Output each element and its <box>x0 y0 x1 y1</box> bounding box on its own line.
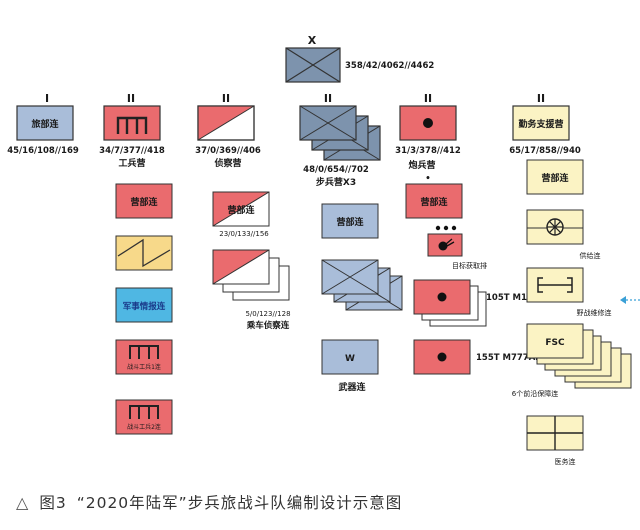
support-hq-label: 营部连 <box>541 172 569 184</box>
artillery-dot-mark: • <box>425 174 430 184</box>
artillery-hq-box <box>405 183 463 219</box>
weapons-company-symbol: W <box>345 354 355 364</box>
engineer-hq-box <box>115 183 173 219</box>
maintenance-wrench-icon <box>537 277 573 293</box>
infantry-battalion-column: II 48/0/654//702 步兵营X3 营部连 <box>299 92 403 393</box>
engineer-icon <box>129 405 159 419</box>
supply-company-box <box>526 209 584 245</box>
engineer-hq-label: 营部连 <box>130 196 158 208</box>
medical-company-name: 医务连 <box>555 457 576 466</box>
artillery-echelon-mark: II <box>424 92 432 105</box>
infantry-echelon-mark: II <box>324 92 332 105</box>
recon-troop-name: 乘车侦察连 <box>246 320 290 331</box>
fsc-name: 6个前沿保障连 <box>512 389 558 398</box>
org-chart: X 358/42/4062//4462 I 旅部连 45/16/108//169… <box>7 34 640 466</box>
brigade-unit: X 358/42/4062//4462 <box>285 34 434 83</box>
rifle-company-stack <box>321 259 403 311</box>
infantry-x-icon <box>285 47 341 83</box>
recon-battalion-column: II 37/0/369//406 侦察营 营部连 23/0/133//156 <box>195 92 290 331</box>
artillery-strength: 31/3/378//412 <box>395 146 461 156</box>
supply-wheel-icon <box>546 218 564 236</box>
brigade-strength: 358/42/4062//4462 <box>345 61 434 71</box>
infantry-battalion-stack <box>299 105 381 161</box>
artillery-dot-icon <box>437 292 447 302</box>
support-hq-box <box>526 159 584 195</box>
lightning-icon <box>117 238 171 268</box>
fsc-stack <box>526 323 632 389</box>
engineer-battalion-name: 工兵营 <box>118 157 145 169</box>
recon-hq-strength: 23/0/133//156 <box>219 230 269 238</box>
artillery-hq-label: 营部连 <box>420 196 448 208</box>
battery-105-stack <box>413 279 487 327</box>
weapons-company-name: 武器连 <box>338 381 366 393</box>
artillery-battalion-name: 炮兵营 <box>408 159 435 171</box>
weapons-company-box <box>321 339 379 375</box>
battery-155-label: 155T M777A2 <box>476 353 541 363</box>
infantry-strength: 48/0/654//702 <box>303 165 369 175</box>
fsc-label: FSC <box>545 338 565 348</box>
recon-troop-strength: 5/0/123//128 <box>245 310 290 318</box>
combat-engineer-2-label: 战斗工兵2连 <box>127 423 161 431</box>
artillery-battalion-column: II 31/3/378//412 炮兵营 • 营部连 目标获取排 105T M1… <box>395 92 551 375</box>
battery-105-label: 105T M119A3 <box>486 293 551 303</box>
infantry-battalion-name: 步兵营X3 <box>316 176 356 188</box>
maintenance-company-box <box>526 267 584 303</box>
infantry-hq-box <box>321 203 379 239</box>
intel-company-label: 军事情报连 <box>123 301 166 312</box>
support-battalion-label: 勤务支援营 <box>518 118 563 130</box>
supply-company-name: 供给连 <box>580 251 601 260</box>
engineer-icon <box>129 345 159 359</box>
intel-company-box <box>115 287 173 323</box>
target-acquisition-platoon-box <box>427 225 463 257</box>
hq-company-strength: 45/16/108//169 <box>7 146 79 156</box>
medical-company-box <box>526 415 584 451</box>
infantry-hq-label: 营部连 <box>336 216 364 228</box>
hq-company-label: 旅部连 <box>31 118 59 130</box>
external-arrow-icon <box>620 296 640 304</box>
recon-strength: 37/0/369//406 <box>195 146 261 156</box>
figure-caption: △ 图3 “2020年陆军”步兵旅战斗队编制设计示意图 <box>16 489 402 515</box>
recon-echelon-mark: II <box>222 92 230 105</box>
radar-icon <box>438 241 448 251</box>
infantry-x-icon <box>299 105 357 141</box>
artillery-dot-icon <box>437 352 447 362</box>
support-battalion-box <box>512 105 570 141</box>
maintenance-company-name: 野战维修连 <box>577 308 612 317</box>
hq-echelon-mark: I <box>45 92 49 105</box>
recon-battalion-name: 侦察营 <box>213 157 241 169</box>
support-echelon-mark: II <box>537 92 545 105</box>
signal-company-box <box>115 235 173 271</box>
hq-company-unit: I 旅部连 45/16/108//169 <box>7 92 79 156</box>
target-acquisition-name: 目标获取排 <box>452 261 487 270</box>
triangle-icon: △ <box>16 492 30 512</box>
hq-company-box <box>16 105 74 141</box>
artillery-dot-icon <box>423 118 433 128</box>
brigade-echelon-mark: X <box>308 34 317 47</box>
engineer-echelon-mark: II <box>127 92 135 105</box>
recon-hq-label: 营部连 <box>227 204 255 216</box>
engineer-icon <box>116 116 148 134</box>
recon-troop-stack <box>212 249 290 301</box>
engineer-battalion-box <box>103 105 161 141</box>
figure-title: “2020年陆军”步兵旅战斗队编制设计示意图 <box>76 494 403 512</box>
engineer-battalion-column: II 34/7/377//418 工兵营 营部连 军事情报连 战斗工兵1连 战斗… <box>99 92 173 435</box>
support-battalion-column: II 勤务支援营 65/17/858//940 营部连 供给连 野战维修连 <box>509 92 640 466</box>
engineer-strength: 34/7/377//418 <box>99 146 165 156</box>
support-strength: 65/17/858//940 <box>509 146 581 156</box>
combat-engineer-1-label: 战斗工兵1连 <box>127 363 161 371</box>
figure-number: 图3 <box>39 494 67 512</box>
infantry-x-icon <box>321 259 379 295</box>
recon-hq-box <box>212 191 270 227</box>
recon-battalion-box <box>197 105 255 141</box>
